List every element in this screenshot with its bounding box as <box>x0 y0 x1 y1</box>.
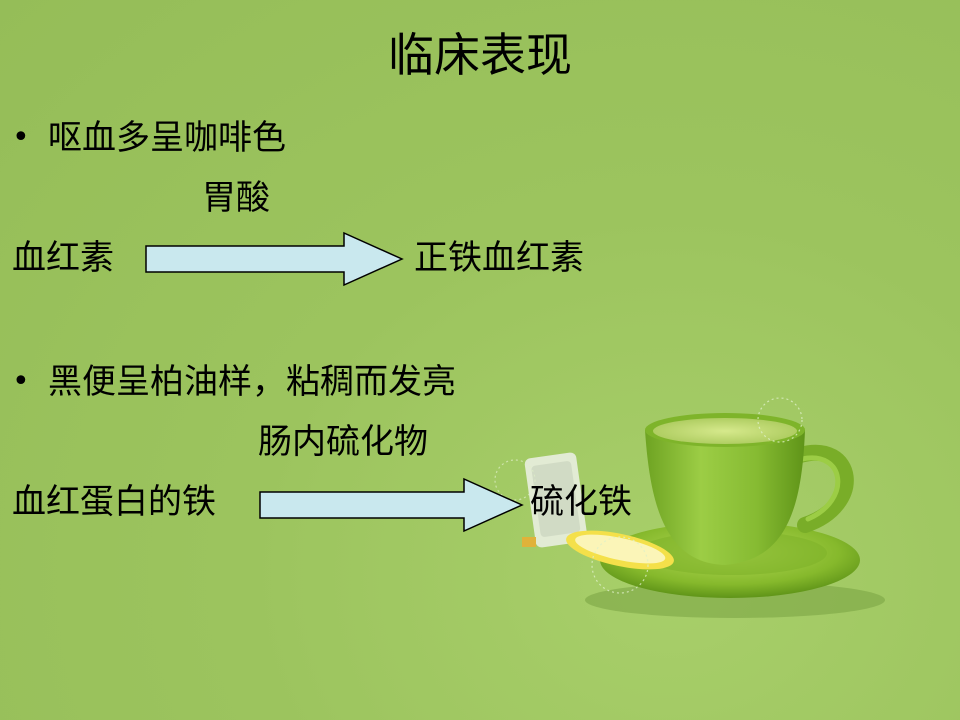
section2-to: 硫化铁 <box>530 482 632 522</box>
section2-from: 血红蛋白的铁 <box>12 482 216 522</box>
reaction-arrow-1-icon <box>145 231 404 287</box>
section1-to: 正铁血红素 <box>414 238 584 278</box>
section1-from: 血红素 <box>12 238 114 278</box>
section1-heading: 呕血多呈咖啡色 <box>48 118 286 158</box>
bullet-1: • <box>12 120 30 155</box>
slide-title: 临床表现 <box>388 28 572 82</box>
section1-condition: 胃酸 <box>202 178 270 218</box>
green-tea-cup-icon <box>494 397 885 618</box>
section2-heading: 黑便呈柏油样，粘稠而发亮 <box>48 362 456 402</box>
section2-condition: 肠内硫化物 <box>258 422 428 462</box>
reaction-arrow-2-icon <box>259 477 524 533</box>
bullet-2: • <box>12 364 30 399</box>
